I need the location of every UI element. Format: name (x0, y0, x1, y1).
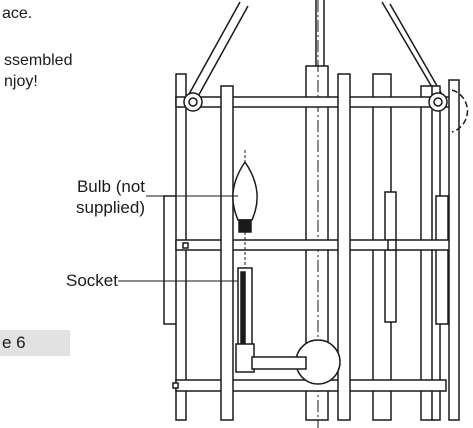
instruction-text-line1: ace. (2, 5, 33, 22)
leader-lines (118, 195, 238, 282)
ring-joints (183, 89, 469, 385)
instruction-text-line2: ssembled (4, 52, 73, 69)
bulb-label: Bulb (not supplied) (30, 176, 145, 218)
instruction-text-line3: njoy! (4, 73, 38, 90)
bulb-label-line2: supplied) (76, 198, 145, 217)
bulb (232, 150, 258, 268)
chains (187, 1, 445, 101)
front-bars (220, 73, 460, 421)
socket-label: Socket (66, 271, 118, 290)
figure-badge: e 6 (0, 330, 70, 356)
bulb-label-line1: Bulb (not (76, 177, 145, 196)
socket-assembly (235, 267, 307, 373)
